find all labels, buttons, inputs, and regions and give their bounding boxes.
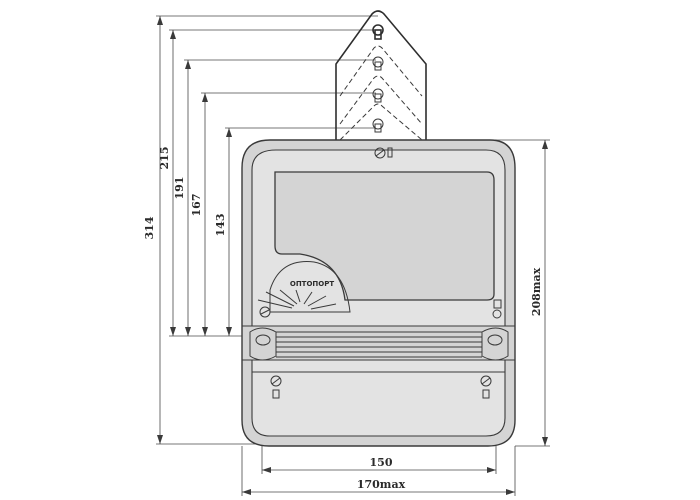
hanging-bracket [335,10,427,141]
optoport-housing [269,261,351,313]
arrow-208-top [542,140,548,149]
seal-mark [493,299,502,309]
dim-text-143: 143 [214,214,227,237]
terminal-cover [251,359,506,437]
keyhole-3 [372,88,384,103]
dim-text-150: 150 [370,456,393,469]
arrow-170-left [242,489,251,495]
cover-screw-right [480,375,492,399]
optoport-rays [257,289,337,310]
keyhole-1 [372,24,384,40]
arrow-167-bottom [202,327,208,336]
dim-text-167: 167 [190,194,203,217]
arrow-215-bottom [170,327,176,336]
dim-text-314: 314 [143,216,156,239]
arrow-143-bottom [226,327,232,336]
dim-text-170max: 170max [357,478,406,491]
arrow-167-top [202,93,208,102]
arrow-170-right [506,489,515,495]
cover-screw-left [270,375,282,399]
bracket-position-3 [339,75,423,125]
arrow-143-top [226,128,232,137]
arrow-150-left [262,467,271,473]
optoport-screw [259,306,271,318]
bracket-position-4 [339,103,423,141]
optoport: ОПТОПОРТ [257,261,351,318]
keyhole-2 [372,56,384,71]
mounting-ear-left [249,327,277,361]
dim-text-191: 191 [173,177,186,200]
mounting-ear-right [481,327,509,361]
seal-screw [492,309,502,319]
arrow-191-bottom [185,327,191,336]
bracket-position-2 [339,45,423,97]
dim-text-215: 215 [158,147,171,170]
keyhole-4 [372,118,384,133]
arrow-314-top [157,16,163,25]
top-screw [374,147,393,159]
optoport-label: ОПТОПОРТ [290,280,334,288]
bracket-outline [335,10,427,140]
display-window [274,171,495,301]
arrow-314-bottom [157,435,163,444]
arrow-208-bottom [542,437,548,446]
dim-text-208max: 208max [530,267,543,316]
arrow-191-top [185,60,191,69]
arrow-150-right [487,467,496,473]
arrow-215-top [170,30,176,39]
